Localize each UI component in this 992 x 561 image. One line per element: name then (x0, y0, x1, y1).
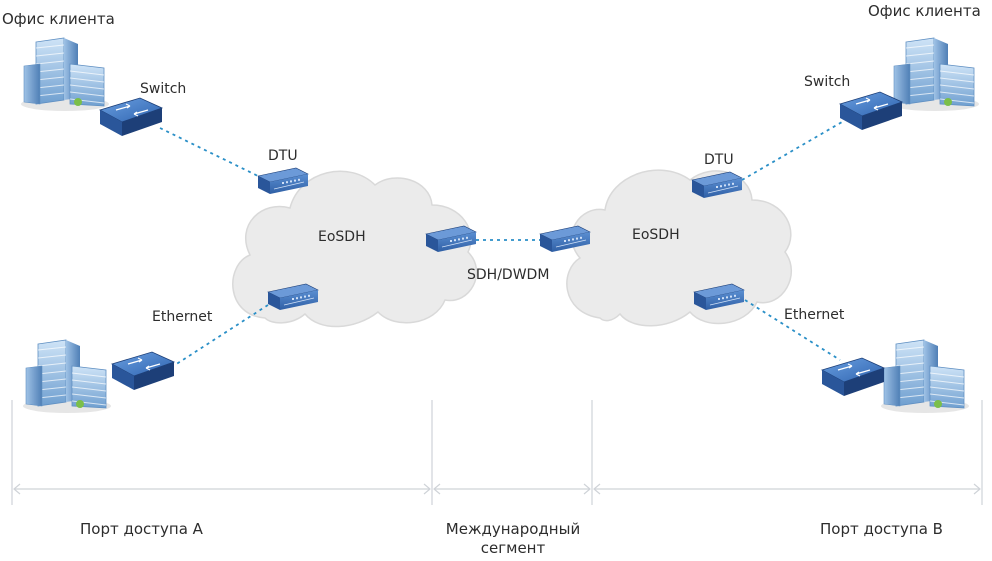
switch-label-left: Switch (140, 81, 187, 97)
links (159, 121, 843, 366)
segment-label-port-b: Порт доступа B (820, 520, 943, 538)
building-icon (891, 37, 979, 111)
segment-label-port-a: Порт доступа A (80, 520, 203, 538)
switch-icon (98, 97, 164, 136)
switch-icon (110, 351, 176, 390)
link-switch-left-dtu (159, 127, 259, 177)
segment-label-international: Международный сегмент (432, 520, 594, 557)
office-label-right: Офис клиента (868, 2, 981, 20)
switch-icon (838, 91, 904, 130)
dtu-device-icon (691, 171, 743, 198)
link-switch-right-dtu (741, 121, 843, 181)
switch-label-right: Switch (804, 74, 851, 90)
segment-label-international-line1: Международный (445, 520, 581, 538)
sdh-device-icon (539, 225, 591, 252)
dtu-label-right: DTU (704, 152, 734, 168)
switch-icon (820, 357, 886, 396)
office-label-left: Офис клиента (2, 10, 115, 28)
dtu-device-icon (257, 167, 309, 194)
link-ethernet-right (744, 299, 841, 361)
cloud-right (566, 169, 792, 327)
sdh-device-icon (425, 225, 477, 252)
ethernet-device-icon (267, 283, 319, 310)
cloud-label-right: EoSDH (632, 227, 680, 243)
building-icon (23, 339, 111, 413)
cloud-label-left: EoSDH (318, 229, 366, 245)
sdh-dwdm-label: SDH/DWDM (467, 267, 550, 283)
building-icon (881, 339, 969, 413)
ethernet-device-icon (693, 283, 745, 310)
building-icon (21, 37, 109, 111)
ethernet-label-right: Ethernet (784, 307, 845, 323)
ethernet-label-left: Ethernet (152, 309, 213, 325)
segment-label-international-line2: сегмент (480, 539, 546, 557)
dtu-label-left: DTU (268, 148, 298, 164)
segment-dimensions (11, 400, 983, 505)
link-ethernet-left (174, 304, 269, 366)
